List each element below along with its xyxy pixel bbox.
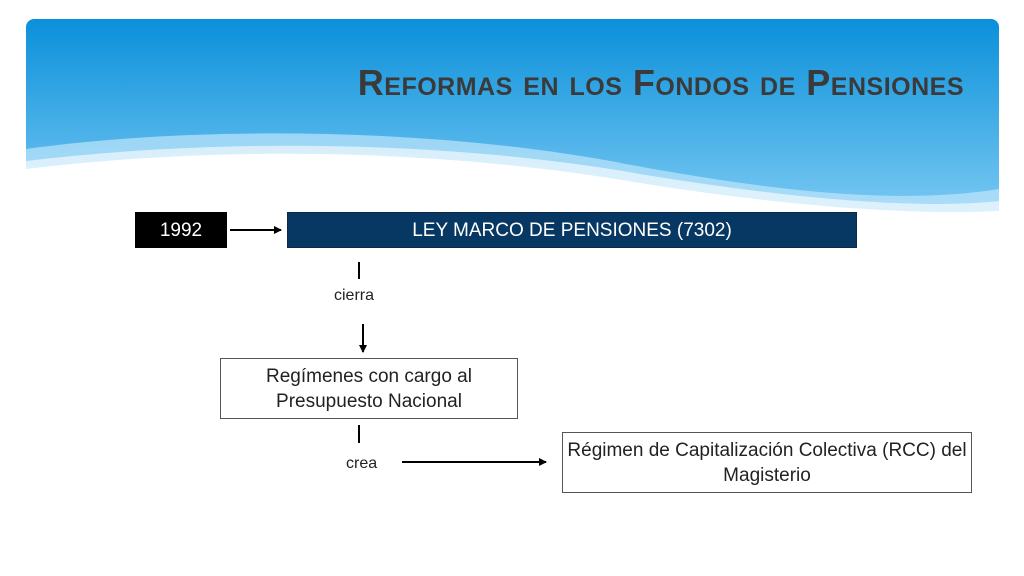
creates-label: crea bbox=[346, 455, 378, 472]
law-box: LEY MARCO DE PENSIONES (7302) bbox=[287, 212, 857, 248]
closes-label: cierra bbox=[334, 287, 375, 304]
page-title: Reformas en los Fondos de Pensiones bbox=[357, 62, 964, 103]
rcc-box: Régimen de Capitalización Colectiva (RCC… bbox=[562, 432, 972, 493]
banner-background bbox=[26, 19, 999, 219]
year-box: 1992 bbox=[135, 212, 227, 248]
regimes-box: Regímenes con cargo al Presupuesto Nacio… bbox=[220, 358, 518, 419]
title-banner bbox=[26, 19, 999, 219]
